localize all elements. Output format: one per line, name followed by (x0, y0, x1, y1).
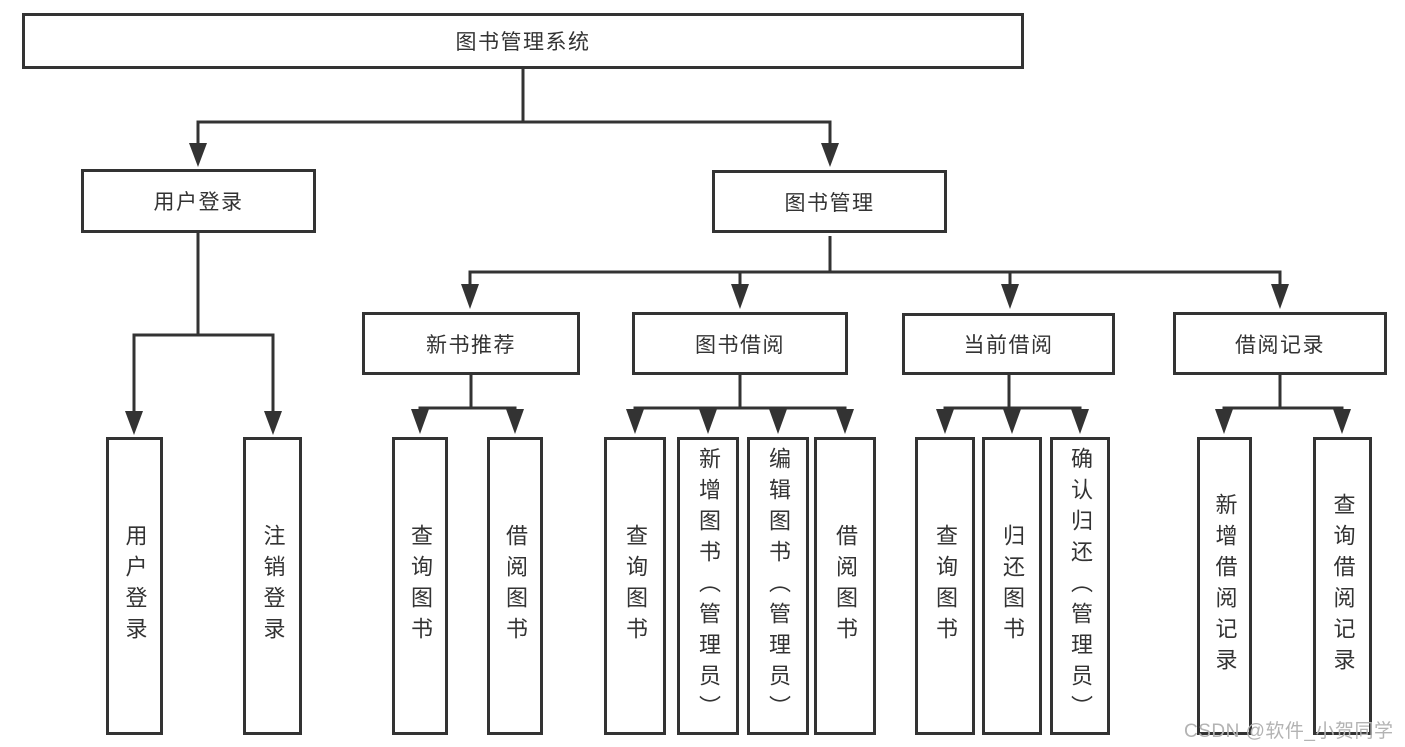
connector-bookmgmt-to-level3 (468, 236, 1282, 284)
leaf-current-return-books: 归还图书 (982, 437, 1042, 735)
leaf-records-add-record: 新增借阅记录 (1197, 437, 1252, 735)
leaf-borrowing-query-books: 查询图书 (604, 437, 666, 735)
node-current-borrowing: 当前借阅 (902, 313, 1115, 375)
node-book-management: 图书管理 (712, 170, 947, 233)
leaf-newbooks-query-books: 查询图书 (392, 437, 448, 735)
leaf-current-query-books: 查询图书 (915, 437, 975, 735)
connector-currentborrow-to-leaves (943, 375, 1082, 411)
leaf-current-confirm-return-admin: 确认归还（管理员） (1050, 437, 1110, 735)
leaf-newbooks-borrow-books: 借阅图书 (487, 437, 543, 735)
connector-root-to-level2 (196, 69, 832, 145)
node-library-management-system: 图书管理系统 (22, 13, 1024, 69)
node-user-login: 用户登录 (81, 169, 316, 233)
leaf-borrowing-add-books-admin: 新增图书（管理员） (677, 437, 739, 735)
node-book-borrowing: 图书借阅 (632, 312, 848, 375)
node-borrowing-records: 借阅记录 (1173, 312, 1387, 375)
csdn-watermark: CSDN @软件_小贺同学 (1184, 721, 1394, 742)
connector-newbooks-to-leaves (418, 375, 517, 411)
leaf-borrowing-borrow-books: 借阅图书 (814, 437, 876, 735)
connector-records-to-leaves (1222, 375, 1344, 411)
leaf-logout: 注销登录 (243, 437, 302, 735)
leaf-records-query-record: 查询借阅记录 (1313, 437, 1372, 735)
node-new-book-recommendation: 新书推荐 (362, 312, 580, 375)
leaf-user-login: 用户登录 (106, 437, 163, 735)
connector-userlogin-to-leaves (132, 233, 275, 411)
leaf-borrowing-edit-books-admin: 编辑图书（管理员） (747, 437, 809, 735)
connector-bookborrow-to-leaves (633, 375, 847, 411)
